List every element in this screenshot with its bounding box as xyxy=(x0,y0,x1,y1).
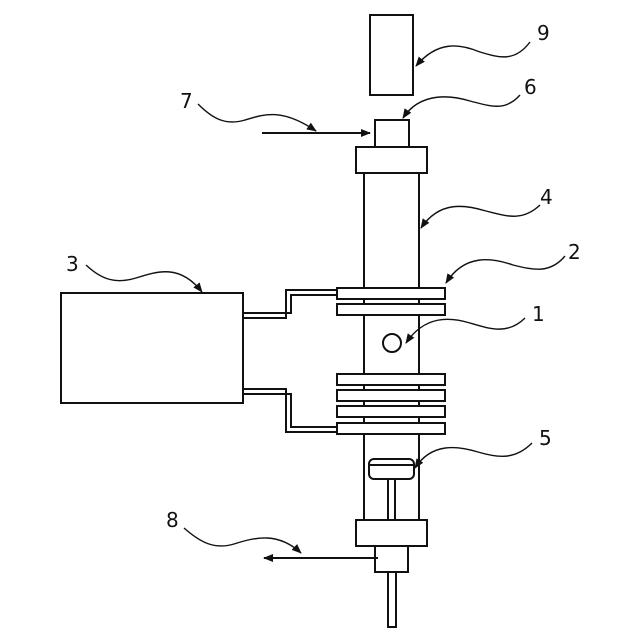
leader-1 xyxy=(406,318,525,343)
part-6-cap xyxy=(375,120,409,147)
part-5-stem xyxy=(388,477,395,520)
label-5: 5 xyxy=(539,426,552,450)
leader-4 xyxy=(421,205,540,228)
coil-plate xyxy=(337,288,445,299)
part-3-power-supply xyxy=(61,293,243,403)
leader-2 xyxy=(446,256,565,283)
part-5-crucible xyxy=(369,459,414,479)
label-7: 7 xyxy=(180,89,193,113)
label-1: 1 xyxy=(532,302,545,326)
outlet-pipe xyxy=(388,572,396,627)
label-4: 4 xyxy=(540,185,553,209)
label-3: 3 xyxy=(66,252,79,276)
leader-8 xyxy=(184,528,301,553)
coil-plate xyxy=(337,390,445,401)
lower-wire xyxy=(243,394,337,427)
leader-7 xyxy=(198,104,316,131)
bottom-flange xyxy=(356,520,427,546)
coil-plate xyxy=(337,304,445,315)
leader-5 xyxy=(415,443,532,468)
label-2: 2 xyxy=(568,240,581,264)
label-9: 9 xyxy=(537,21,550,45)
part-1-sample xyxy=(383,334,401,352)
label-6: 6 xyxy=(524,75,537,99)
top-flange xyxy=(356,147,427,173)
coil-plate xyxy=(337,423,445,434)
coil-plate xyxy=(337,374,445,385)
bottom-nozzle xyxy=(375,546,408,572)
leader-3 xyxy=(86,265,202,292)
part-9-block xyxy=(370,15,413,95)
label-8: 8 xyxy=(166,508,179,532)
leader-6 xyxy=(403,95,520,118)
upper-wire xyxy=(243,295,337,313)
leader-9 xyxy=(416,42,530,66)
coil-plate xyxy=(337,406,445,417)
